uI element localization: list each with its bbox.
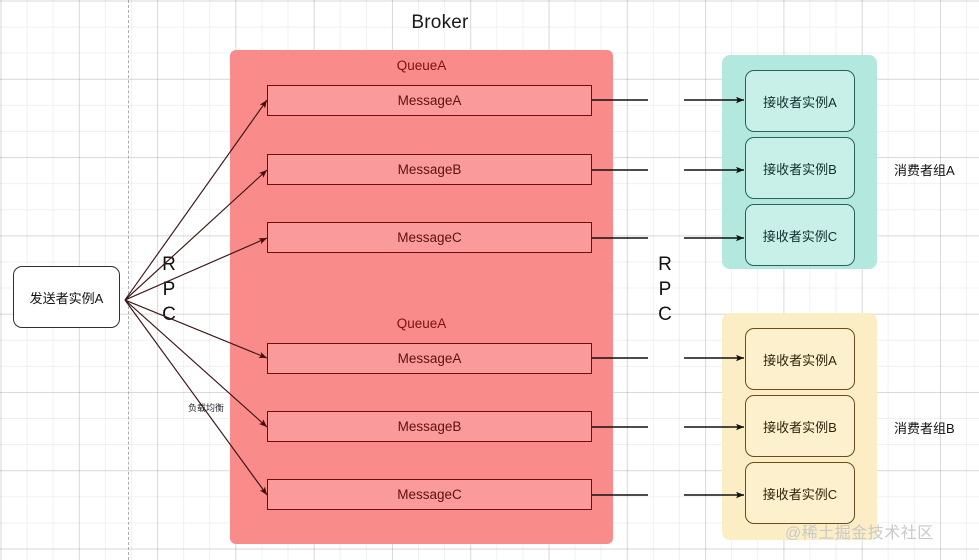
rpc-label-left: R P C <box>160 252 178 327</box>
rpc-label-right: R P C <box>656 252 674 327</box>
sender-instance-a-box[interactable]: 发送者实例A <box>13 266 120 328</box>
watermark: @稀土掘金技术社区 <box>785 525 934 542</box>
receiver-b1-box[interactable]: 接收者实例B <box>745 137 855 199</box>
receiver-c2-box[interactable]: 接收者实例C <box>745 462 855 524</box>
receiver-b2-box[interactable]: 接收者实例B <box>745 395 855 457</box>
receiver-a2-box[interactable]: 接收者实例A <box>745 328 855 390</box>
queue-label-1: QueueA <box>396 58 447 73</box>
message-box-b2[interactable]: MessageB <box>267 411 592 442</box>
message-box-c1[interactable]: MessageC <box>267 222 592 253</box>
consumer-group-b-label: 消费者组B <box>894 421 955 436</box>
rpc-right-letter-r: R <box>658 254 672 275</box>
load-balance-label: 负载均衡 <box>188 403 225 413</box>
message-box-a2[interactable]: MessageA <box>267 343 592 374</box>
rpc-left-letter-c: C <box>162 304 176 325</box>
rpc-left-letter-r: R <box>162 254 176 275</box>
dashed-guide-line <box>128 0 129 560</box>
rpc-right-letter-c: C <box>658 304 672 325</box>
queue-label-2: QueueA <box>396 316 447 331</box>
rpc-left-letter-p: P <box>162 279 176 300</box>
message-box-b1[interactable]: MessageB <box>267 154 592 185</box>
consumer-group-a-label: 消费者组A <box>894 163 955 178</box>
rpc-right-letter-p: P <box>658 279 672 300</box>
broker-title: Broker <box>411 12 469 33</box>
message-box-c2[interactable]: MessageC <box>267 479 592 510</box>
receiver-a1-box[interactable]: 接收者实例A <box>745 70 855 132</box>
receiver-c1-box[interactable]: 接收者实例C <box>745 204 855 266</box>
broker-container <box>230 50 613 544</box>
message-box-a1[interactable]: MessageA <box>267 85 592 116</box>
